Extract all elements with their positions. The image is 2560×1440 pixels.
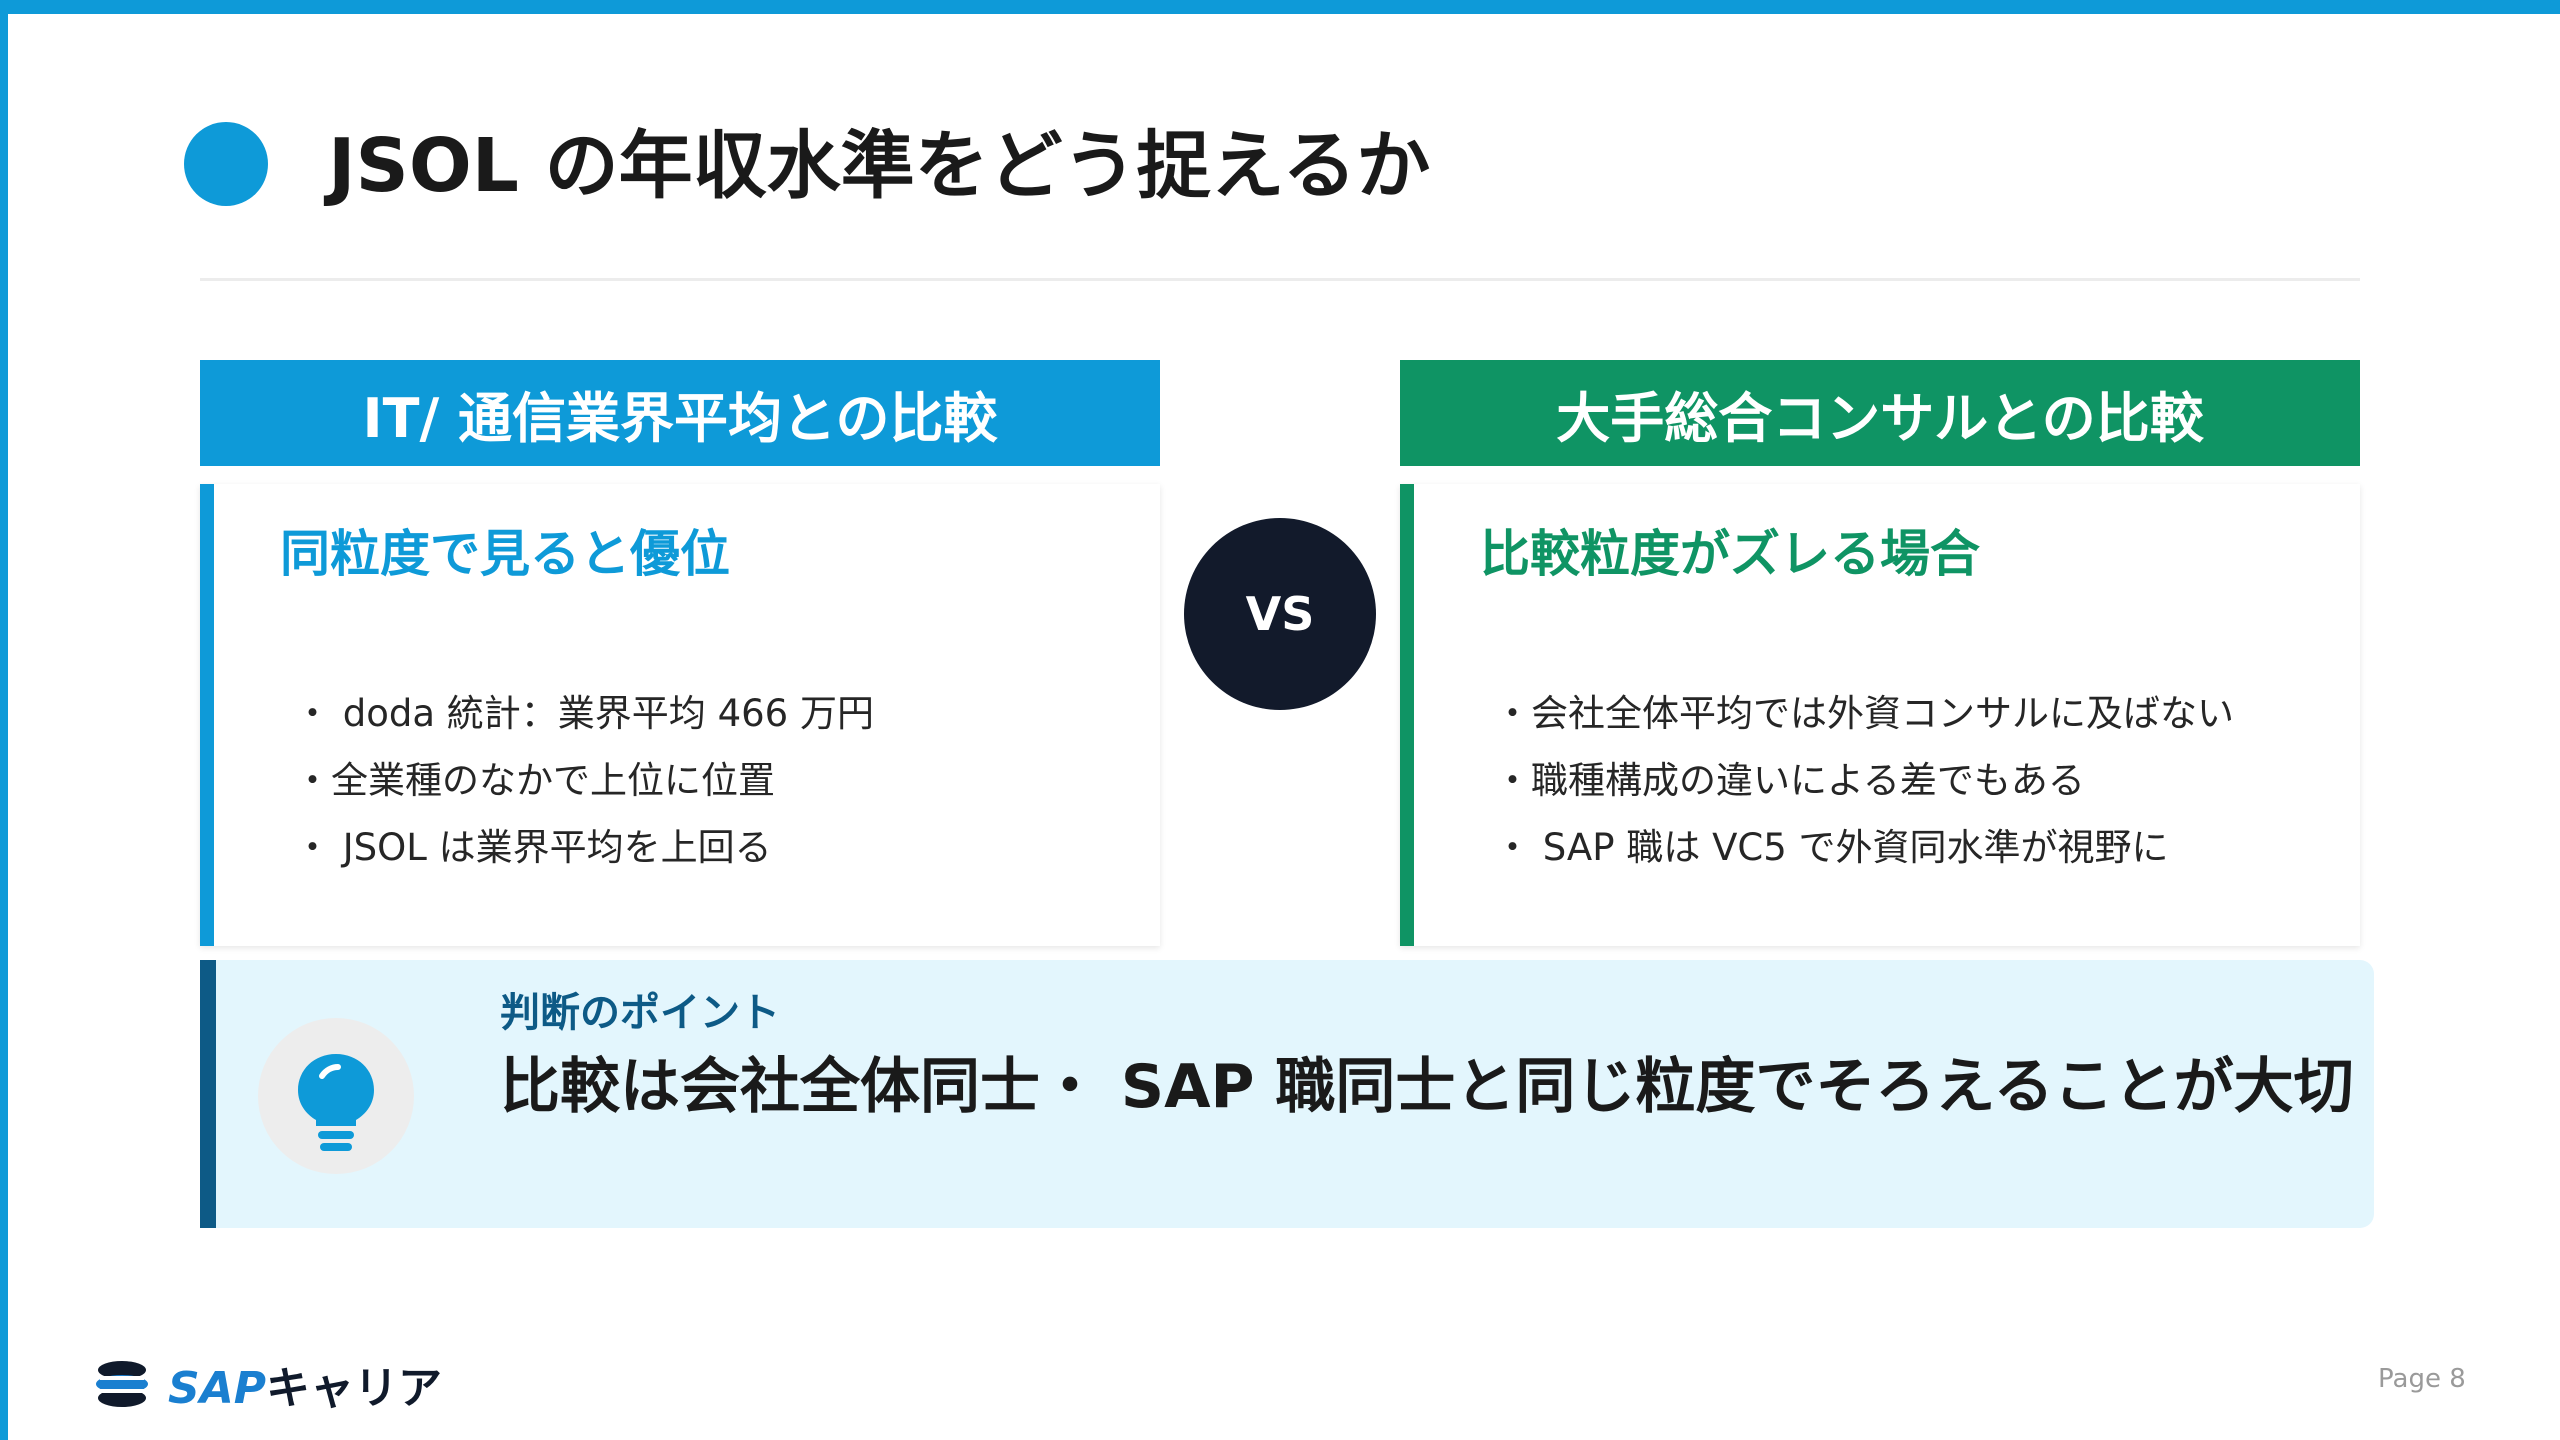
key-point-label: 判断のポイント <box>500 990 780 1036</box>
brand-logo-kana: キャリア <box>266 1363 442 1414</box>
page-number: Page 8 <box>2378 1364 2466 1394</box>
right-card: 比較粒度がズレる場合 ・会社全体平均では外資コンサルに及ばない ・職種構成の違い… <box>1400 484 2360 946</box>
lightbulb-icon-svg <box>298 1054 374 1151</box>
lightbulb-icon <box>258 1018 414 1174</box>
left-accent-bar <box>0 0 8 1440</box>
left-bullet-item: ・全業種のなかで上位に位置 <box>294 759 775 802</box>
left-column-header: IT/ 通信業界平均との比較 <box>200 360 1160 466</box>
key-point-box: 判断のポイント 比較は会社全体同士・ SAP 職同士と同じ粒度でそろえることが大… <box>200 960 2374 1228</box>
title-divider <box>200 278 2360 281</box>
brand-logo-latin: SAP <box>168 1363 266 1414</box>
top-accent-bar <box>0 0 2560 14</box>
vs-badge: VS <box>1184 518 1376 710</box>
left-card: 同粒度で見ると優位 ・ doda 統計：業界平均 466 万円 ・全業種のなかで… <box>200 484 1160 946</box>
right-column-header: 大手総合コンサルとの比較 <box>1400 360 2360 466</box>
title-bullet-dot <box>184 122 268 206</box>
right-card-heading: 比較粒度がズレる場合 <box>1480 525 1980 583</box>
left-bullet-item: ・ JSOL は業界平均を上回る <box>294 826 772 869</box>
key-point-text: 比較は会社全体同士・ SAP 職同士と同じ粒度でそろえることが大切 <box>500 1052 2354 1122</box>
slide-title: JSOL の年収水準をどう捉えるか <box>328 123 1431 209</box>
right-bullet-item: ・ SAP 職は VC5 で外資同水準が視野に <box>1494 826 2169 869</box>
left-bullet-item: ・ doda 統計：業界平均 466 万円 <box>294 692 874 735</box>
brand-logo-text: SAPキャリア <box>168 1352 442 1416</box>
left-card-heading: 同粒度で見ると優位 <box>280 525 730 583</box>
right-bullet-item: ・職種構成の違いによる差でもある <box>1494 759 2085 802</box>
left-bullet-list: ・ doda 統計：業界平均 466 万円 ・全業種のなかで上位に位置 ・ JS… <box>294 680 874 881</box>
brand-logo: SAPキャリア <box>94 1352 442 1416</box>
right-bullet-item: ・会社全体平均では外資コンサルに及ばない <box>1494 692 2234 735</box>
right-bullet-list: ・会社全体平均では外資コンサルに及ばない ・職種構成の違いによる差でもある ・ … <box>1494 680 2234 881</box>
sap-career-logo-icon <box>96 1361 148 1407</box>
